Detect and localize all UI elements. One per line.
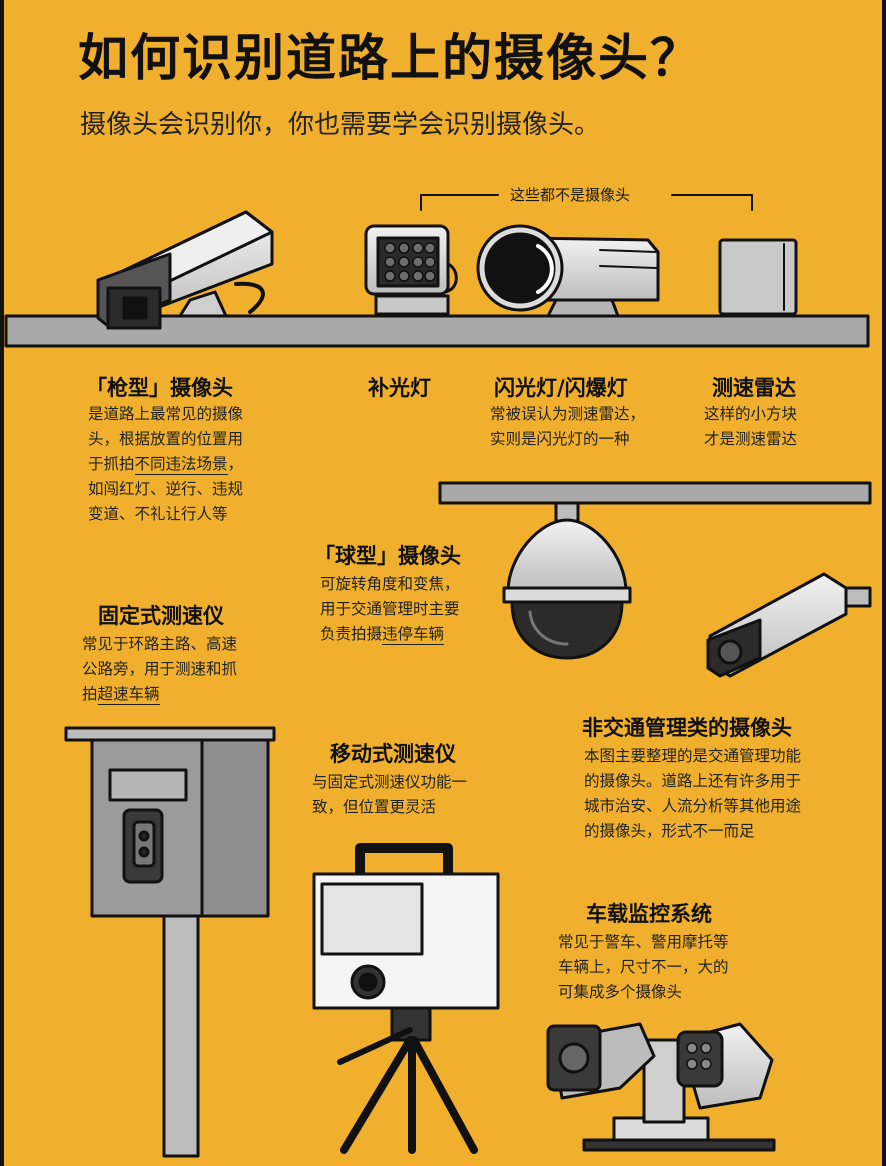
page-subtitle: 摄像头会识别你，你也需要学会识别摄像头。	[80, 110, 601, 140]
mobile-speed-meter-illustration	[312, 843, 500, 1154]
nontraffic-camera-text: 本图主要整理的是交通管理功能 的摄像头。道路上还有许多用于 城市治安、人流分析等…	[584, 744, 801, 844]
mobile-meter-heading: 移动式测速仪	[330, 742, 456, 766]
mobile-meter-text: 与固定式测速仪功能一 致，但位置更灵活	[312, 770, 467, 820]
not-camera-bracket	[420, 194, 753, 211]
text-line: 拍超速车辆	[82, 682, 237, 707]
text-line: 如闯红灯、逆行、违规	[88, 480, 244, 498]
dome-camera-heading: 「球型」摄像头	[314, 544, 461, 568]
text-segment: 拍	[82, 685, 98, 703]
vehicle-system-heading: 车载监控系统	[586, 902, 712, 926]
text-line: 致，但位置更灵活	[312, 798, 437, 816]
nontraffic-camera-heading: 非交通管理类的摄像头	[582, 716, 792, 740]
right-border	[882, 0, 886, 1166]
page-title: 如何识别道路上的摄像头？	[78, 29, 702, 87]
flash-light-heading: 闪光灯/闪爆灯	[494, 376, 628, 400]
text-segment: 于抓拍	[88, 455, 135, 473]
text-line: 的摄像头，形式不一而足	[584, 822, 755, 840]
vehicle-camera-illustration	[546, 1022, 776, 1152]
text-line: 城市治安、人流分析等其他用途	[584, 797, 802, 815]
text-line: 变道、不礼让行人等	[88, 505, 228, 523]
text-line: 实则是闪光灯的一种	[490, 430, 630, 448]
radar-text: 这样的小方块 才是测速雷达	[704, 402, 797, 452]
fill-light-heading: 补光灯	[368, 376, 431, 400]
radar-heading: 测速雷达	[712, 376, 796, 400]
text-line: 常见于环路主路、高速	[82, 635, 238, 653]
text-line: 负责拍摄违停车辆	[320, 622, 460, 647]
text-line: 可旋转角度和变焦，	[320, 575, 460, 593]
fixed-speed-meter-illustration	[64, 726, 276, 1158]
text-line: 的摄像头。道路上还有许多用于	[584, 772, 802, 790]
text-line: 头，根据放置的位置用	[88, 430, 244, 448]
text-line: 车辆上，尺寸不一，大的	[558, 958, 729, 976]
flash-light-illustration	[476, 224, 660, 318]
underlined-text: 超速车辆	[97, 685, 160, 705]
text-segment: 负责拍摄	[320, 625, 383, 643]
text-line: 常被误认为测速雷达，	[490, 405, 646, 423]
gun-camera-text: 是道路上最常见的摄像 头，根据放置的位置用 于抓拍不同违法场景， 如闯红灯、逆行…	[88, 402, 243, 527]
text-line: 是道路上最常见的摄像	[88, 405, 244, 423]
text-line: 常见于警车、警用摩托等	[558, 933, 729, 951]
text-line: 公路旁，用于测速和抓	[82, 660, 238, 678]
fill-light-illustration	[364, 224, 458, 316]
text-line: 本图主要整理的是交通管理功能	[584, 747, 802, 765]
underlined-text: 违停车辆	[382, 625, 445, 645]
flash-light-text: 常被误认为测速雷达， 实则是闪光灯的一种	[490, 402, 645, 452]
dome-camera-illustration	[438, 481, 872, 660]
fixed-meter-heading: 固定式测速仪	[98, 604, 224, 628]
text-line: 可集成多个摄像头	[558, 983, 683, 1001]
vehicle-system-text: 常见于警车、警用摩托等 车辆上，尺寸不一，大的 可集成多个摄像头	[558, 930, 729, 1005]
wall-camera-illustration	[706, 572, 872, 678]
text-line: 于抓拍不同违法场景，	[88, 452, 243, 477]
text-line: 用于交通管理时主要	[320, 600, 460, 618]
bracket-note: 这些都不是摄像头	[510, 186, 631, 204]
text-line: 这样的小方块	[704, 405, 798, 423]
gun-camera-heading: 「枪型」摄像头	[86, 376, 233, 400]
fixed-meter-text: 常见于环路主路、高速 公路旁，用于测速和抓 拍超速车辆	[82, 632, 237, 707]
gun-camera-illustration	[96, 210, 274, 330]
text-line: 才是测速雷达	[704, 430, 798, 448]
underlined-text: 不同违法场景	[134, 455, 228, 475]
text-line: 与固定式测速仪功能一	[312, 773, 468, 791]
dome-camera-text: 可旋转角度和变焦， 用于交通管理时主要 负责拍摄违停车辆	[320, 572, 460, 647]
radar-box-illustration	[718, 238, 798, 316]
left-border	[0, 0, 4, 1166]
text-segment: ，	[227, 455, 244, 473]
